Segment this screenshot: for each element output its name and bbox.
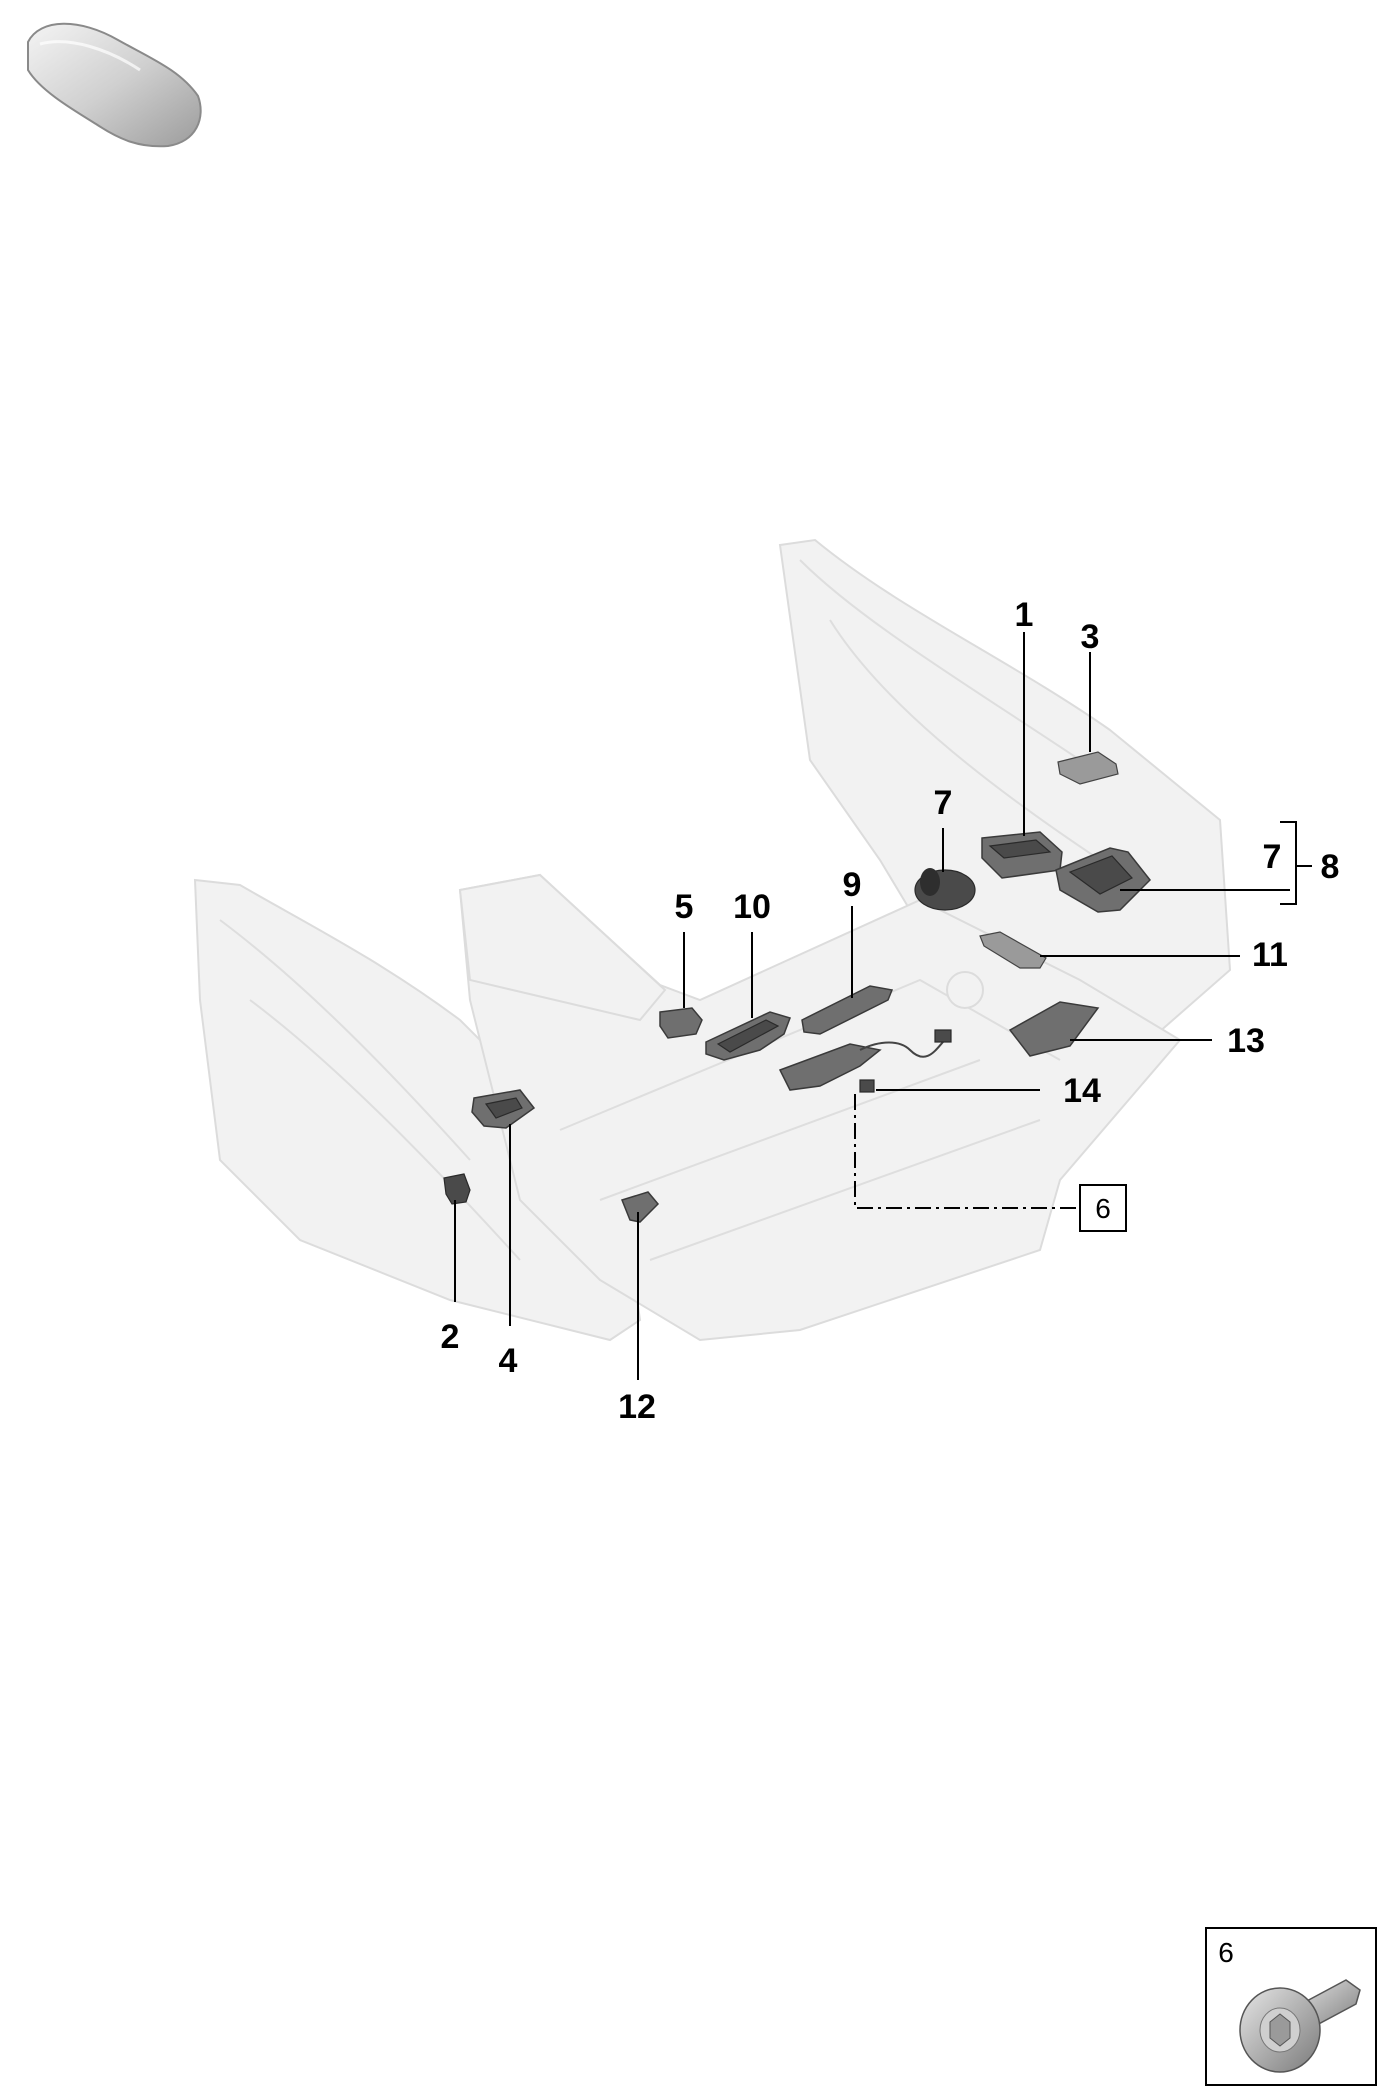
- callout-13: 13: [1227, 1022, 1265, 1060]
- leader-lines: [454, 632, 1312, 1380]
- callout-14: 14: [1063, 1072, 1101, 1110]
- part-9: [801, 985, 894, 1035]
- callout-3: 3: [1081, 618, 1100, 656]
- screw-icon: [1239, 1979, 1361, 2073]
- part-2: [443, 1173, 471, 1205]
- callout-11: 11: [1252, 936, 1288, 974]
- part-3: [1057, 751, 1119, 785]
- callout-4: 4: [499, 1342, 518, 1380]
- callout-8: 8: [1321, 848, 1340, 886]
- callout-7-group: 7: [1263, 838, 1282, 876]
- part-7-motor: [914, 868, 976, 911]
- callout-5: 5: [675, 888, 694, 926]
- part-5: [659, 1007, 703, 1039]
- callout-labels: 1 3 7 7 8 5 10 9 11 13 14 2 4 12: [441, 596, 1340, 1426]
- callout-1: 1: [1015, 596, 1034, 634]
- part-13: [1008, 1001, 1100, 1057]
- reference-box-6-label: 6: [1095, 1193, 1111, 1224]
- interior-ghost: [193, 538, 1232, 1342]
- callout-9: 9: [843, 866, 862, 904]
- callout-10: 10: [733, 888, 771, 926]
- part-10: [705, 1011, 791, 1061]
- reference-box-6: 6: [1079, 1184, 1127, 1232]
- callout-7-motor: 7: [934, 784, 953, 822]
- part-7-8-bracket: [1055, 847, 1152, 913]
- part-harness: [778, 1029, 952, 1093]
- car-silhouette-icon: [27, 22, 202, 148]
- part-4: [471, 1089, 536, 1129]
- callout-12: 12: [618, 1388, 656, 1426]
- part-11: [979, 931, 1047, 969]
- inset-detail-6: 6: [1205, 1927, 1377, 2086]
- inset-detail-6-label: 6: [1218, 1937, 1234, 1968]
- part-12: [621, 1191, 660, 1223]
- callout-2: 2: [441, 1318, 460, 1356]
